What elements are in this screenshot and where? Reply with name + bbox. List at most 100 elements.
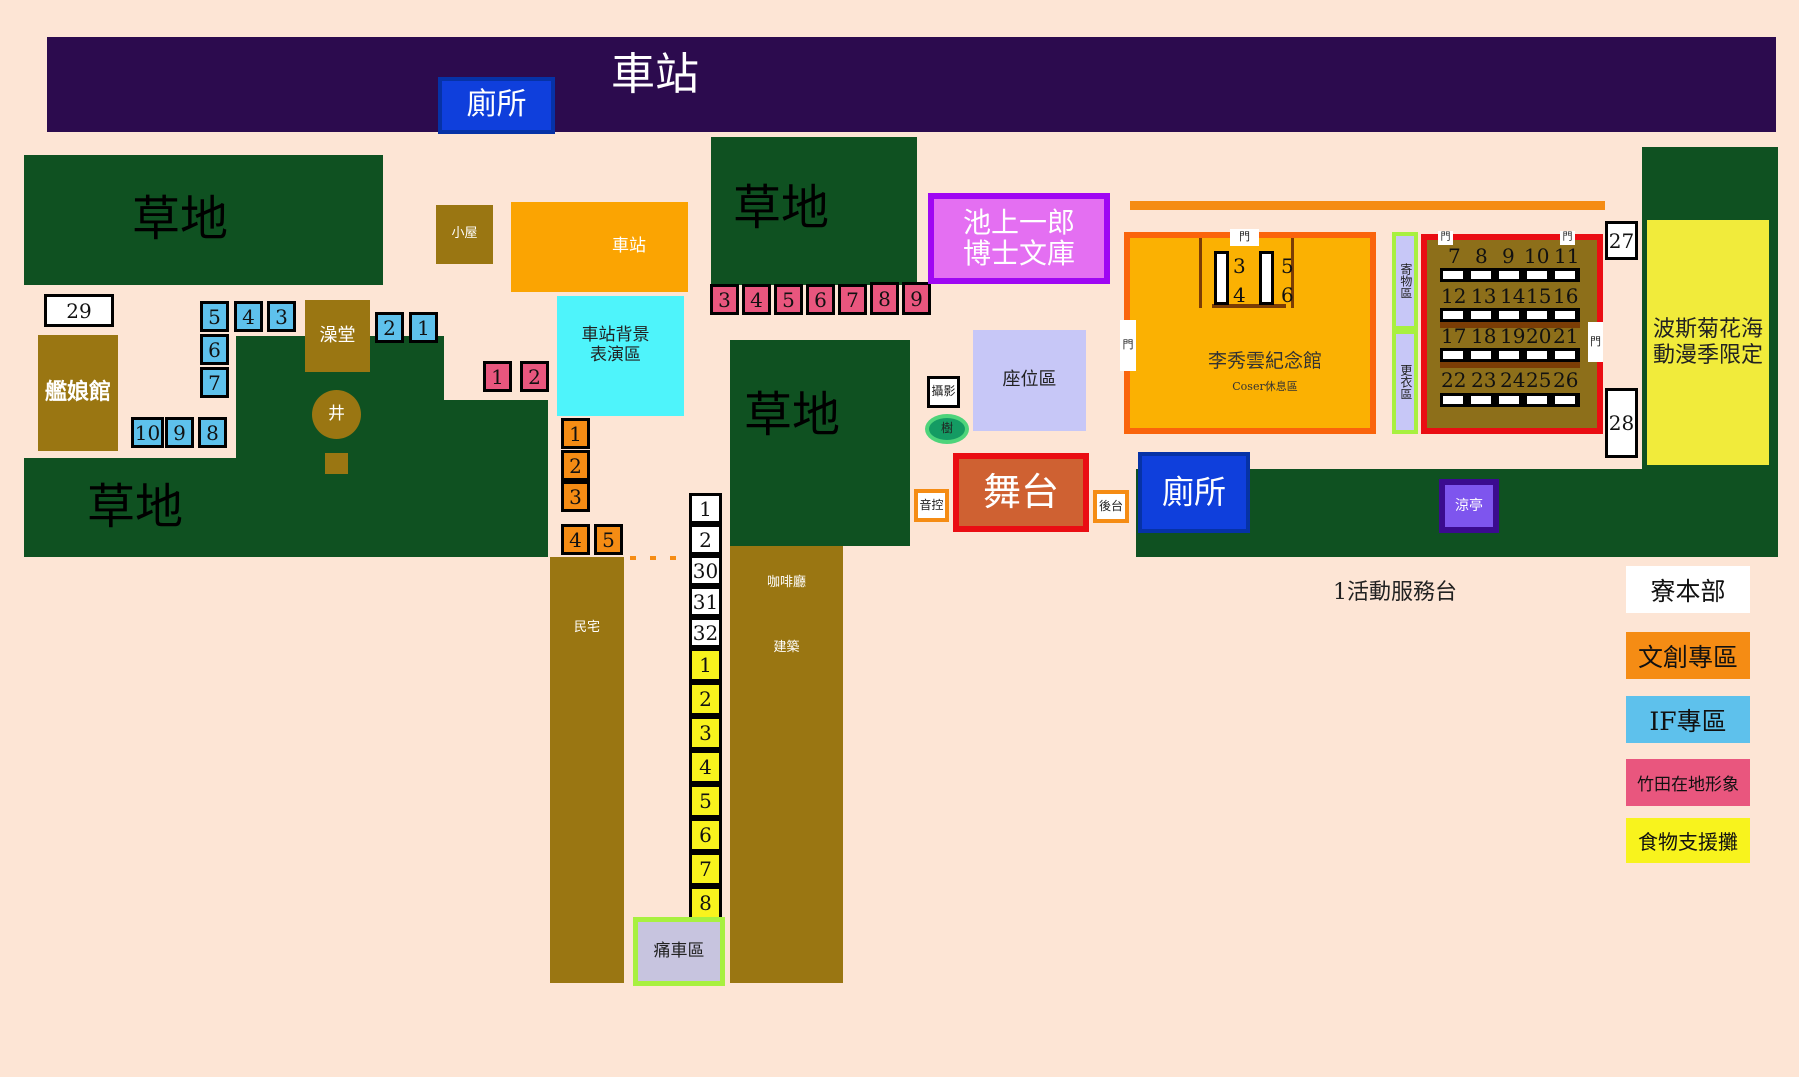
hall-door-side[interactable]: 門 [1588,322,1603,362]
hall-table-row-3 [1440,348,1580,362]
hall-booth-18[interactable]: 18 [1471,324,1497,348]
well-base [325,453,348,474]
booth-orange-5[interactable]: 5 [594,524,623,555]
booth-orange-4[interactable]: 4 [561,524,590,555]
grass-bottom-left-label: 草地 [86,479,183,536]
hall-booth-12[interactable]: 12 [1441,284,1467,308]
hall-booth-23[interactable]: 23 [1471,368,1497,392]
booth-blue-9[interactable]: 9 [165,417,194,448]
hall-booth-13[interactable]: 13 [1471,284,1497,308]
booth-yellow-3[interactable]: 3 [689,716,722,750]
stage: 舞台 [953,453,1089,532]
legend-creative: 文創專區 [1626,632,1750,679]
booth-blue-5[interactable]: 5 [200,301,229,332]
hall-booth-10[interactable]: 10 [1524,244,1550,268]
booth-blue-8[interactable]: 8 [198,417,227,448]
memorial-label: 李秀雲紀念館 [1207,350,1322,373]
booth-blue-10[interactable]: 10 [131,417,164,448]
dotted-path [630,556,690,560]
station-bg-area: 車站背景表演區 [557,296,684,416]
legend-hq: 寮本部 [1626,566,1750,613]
memorial-stand-2 [1259,251,1274,305]
grass-top-left: 草地 [24,155,383,285]
hall-door-left[interactable]: 門 [1438,231,1453,245]
booth-yellow-7[interactable]: 7 [689,852,722,886]
booth-yellow-4[interactable]: 4 [689,750,722,784]
hall-booth-24[interactable]: 24 [1500,368,1526,392]
booth-pink-top-4[interactable]: 4 [742,284,771,315]
booth-pink-1[interactable]: 1 [483,361,512,392]
toilet-right: 廁所 [1138,452,1250,533]
booth-27[interactable]: 27 [1605,221,1638,260]
booth-blue-7[interactable]: 7 [200,367,229,398]
well: 井 [312,390,361,439]
cloakroom: 寄物區 [1392,232,1418,330]
booth-white-30[interactable]: 30 [689,555,722,586]
hall-booth-9[interactable]: 9 [1502,244,1515,268]
hut: 小屋 [436,205,493,264]
hall-booth-19[interactable]: 19 [1500,324,1526,348]
booth-yellow-5[interactable]: 5 [689,784,722,818]
hall-booth-21[interactable]: 21 [1553,324,1579,348]
hall-booth-15[interactable]: 15 [1526,284,1552,308]
legend-if: IF專區 [1626,696,1750,743]
booth-pink-top-8[interactable]: 8 [870,282,899,315]
hall-divider-2 [1440,362,1580,368]
booth-orange-3[interactable]: 3 [561,481,590,512]
memorial-booth-5[interactable]: 5 [1281,254,1294,278]
booth-yellow-8[interactable]: 8 [689,886,722,920]
backstage: 後台 [1093,490,1129,523]
booth-orange-1[interactable]: 1 [561,418,590,449]
memorial-door-left[interactable]: 門 [1120,320,1136,371]
booth-white-31[interactable]: 31 [689,586,722,617]
hall-booth-17[interactable]: 17 [1441,324,1467,348]
station-small: 車站 [511,202,688,292]
booth-blue-4[interactable]: 4 [234,301,263,332]
bathhouse: 澡堂 [305,300,370,372]
hall-booth-7[interactable]: 7 [1448,244,1461,268]
booth-pink-top-6[interactable]: 6 [806,284,835,315]
booth-yellow-6[interactable]: 6 [689,818,722,852]
memorial-booth-3[interactable]: 3 [1233,254,1246,278]
memorial-booth-4[interactable]: 4 [1233,283,1246,307]
booth-blue-3[interactable]: 3 [267,301,296,332]
house: 民宅 [550,557,624,983]
hall-booth-11[interactable]: 11 [1554,244,1580,268]
memorial-hall [1124,232,1376,434]
memorial-sublabel: Coser休息區 [1232,379,1298,393]
orange-path [1130,201,1605,210]
hall-booth-20[interactable]: 20 [1526,324,1552,348]
changing-room: 更衣區 [1392,330,1418,434]
booth-white-32[interactable]: 32 [689,617,722,648]
booth-blue-1[interactable]: 1 [409,312,438,343]
memorial-door-top[interactable]: 門 [1230,229,1259,246]
booth-pink-top-3[interactable]: 3 [710,284,739,315]
booth-orange-2[interactable]: 2 [561,450,590,481]
hall-booth-14[interactable]: 14 [1500,284,1526,308]
station-bar-label: 車站 [611,48,699,100]
itasha-area: 痛車區 [633,917,725,986]
booth-blue-6[interactable]: 6 [200,334,229,365]
booth-pink-top-7[interactable]: 7 [838,284,867,315]
hall-booth-22[interactable]: 22 [1441,368,1467,392]
booth-28[interactable]: 28 [1605,388,1638,458]
memorial-pole-2 [1291,238,1294,308]
booth-white-2[interactable]: 2 [689,524,722,555]
hall-booth-26[interactable]: 26 [1553,368,1579,392]
hall-booth-25[interactable]: 25 [1526,368,1552,392]
memorial-stand-1 [1214,251,1229,305]
booth-yellow-2[interactable]: 2 [689,682,722,716]
memorial-booth-6[interactable]: 6 [1281,283,1294,307]
booth-yellow-1[interactable]: 1 [689,648,722,682]
booth-white-1[interactable]: 1 [689,493,722,524]
booth-blue-2[interactable]: 2 [375,312,404,343]
hall-door-right[interactable]: 門 [1560,231,1575,245]
hall-booth-8[interactable]: 8 [1475,244,1488,268]
memorial-crossbar [1212,304,1286,308]
memorial-pole-1 [1199,238,1202,308]
booth-29[interactable]: 29 [44,294,114,327]
booth-pink-top-5[interactable]: 5 [774,284,803,315]
booth-pink-2[interactable]: 2 [520,361,549,392]
booth-pink-top-9[interactable]: 9 [902,282,931,315]
hall-booth-16[interactable]: 16 [1553,284,1579,308]
